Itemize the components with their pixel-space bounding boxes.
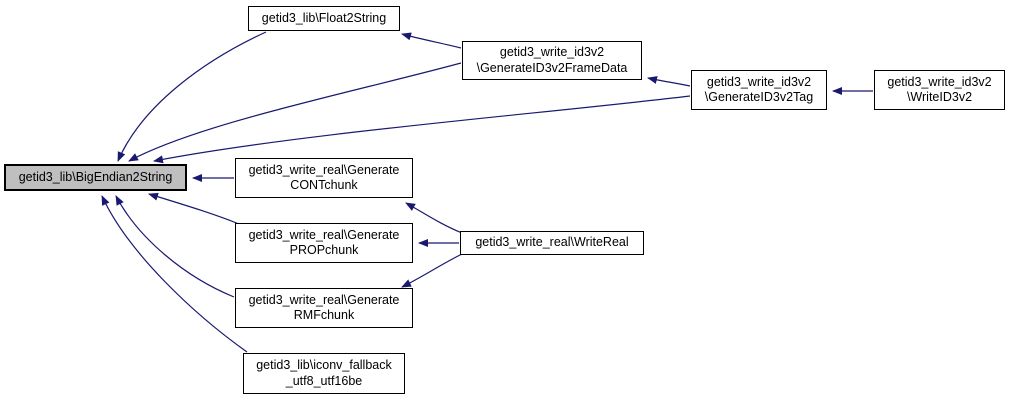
node-label: PROPchunk (289, 243, 359, 257)
node-label: getid3_write_real\WriteReal (475, 235, 629, 250)
edge-framedata-to-bigendian2string (128, 62, 462, 162)
edge-propchunk-to-bigendian2string (148, 192, 240, 225)
edge-writereal-to-contchunk (405, 202, 463, 234)
node-generateid3v2framedata[interactable]: getid3_write_id3v2 \GenerateID3v2FrameDa… (462, 41, 642, 80)
node-label: getid3_lib\iconv_fallback (256, 358, 392, 372)
node-writeid3v2[interactable]: getid3_write_id3v2 \WriteID3v2 (874, 70, 1005, 110)
node-iconv-fallback-utf8-utf16be[interactable]: getid3_lib\iconv_fallback _utf8_utf16be (243, 353, 405, 394)
node-float2string[interactable]: getid3_lib\Float2String (248, 6, 400, 31)
node-label: getid3_write_real\Generate (248, 292, 400, 307)
node-generatepropchunk[interactable]: getid3_write_real\Generate PROPchunk (235, 223, 413, 263)
node-label: getid3_write_real\Generate (248, 227, 400, 242)
edge-framedata-to-float2string (401, 32, 462, 49)
edge-float2string-to-bigendian2string (117, 31, 267, 162)
node-label: \GenerateID3v2Tag (704, 90, 814, 104)
node-label: getid3_write_id3v2 (706, 74, 812, 89)
node-label: \WriteID3v2 (906, 90, 973, 104)
node-label: RMFchunk (293, 308, 355, 322)
node-label: getid3_lib\Float2String (261, 10, 387, 25)
node-label: _utf8_utf16be (285, 373, 363, 388)
node-label: getid3_write_real\Generate (248, 162, 400, 177)
node-label: getid3_lib\BigEndian2String (18, 169, 173, 184)
node-label: CONTchunk (290, 178, 358, 192)
node-generatecontchunk[interactable]: getid3_write_real\Generate CONTchunk (235, 158, 413, 198)
edge-writereal-to-rmfchunk (401, 253, 463, 288)
edge-iconvfallback-to-bigendian2string (101, 195, 248, 353)
node-generatermfchunk[interactable]: getid3_write_real\Generate RMFchunk (235, 288, 413, 328)
edge-tag-to-bigendian2string (153, 95, 691, 164)
node-bigendian2string[interactable]: getid3_lib\BigEndian2String (4, 164, 187, 191)
node-label: \GenerateID3v2FrameData (476, 60, 628, 75)
node-label: getid3_write_id3v2 (887, 74, 992, 89)
node-writereal[interactable]: getid3_write_real\WriteReal (460, 231, 644, 255)
edge-rmfchunk-to-bigendian2string (115, 195, 235, 298)
node-label: getid3_write_id3v2 (499, 45, 605, 59)
node-generateid3v2tag[interactable]: getid3_write_id3v2 \GenerateID3v2Tag (691, 70, 827, 110)
edge-tag-to-framedata (647, 76, 691, 87)
